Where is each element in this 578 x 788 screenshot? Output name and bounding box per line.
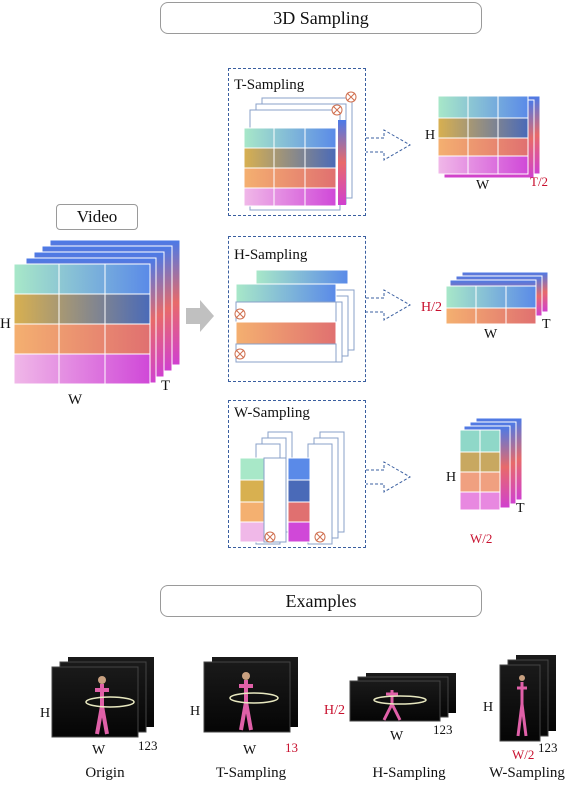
video-axis-h: H — [0, 316, 11, 332]
h-sampling-panel — [228, 236, 366, 382]
w-output-w: W/2 — [470, 531, 493, 546]
example-origin-frames-label: 123 — [138, 738, 158, 753]
examples-title-text: Examples — [285, 591, 357, 611]
t-sampling-title: T-Sampling — [234, 77, 305, 93]
h-output-cube — [445, 271, 549, 325]
example-origin-caption: Origin — [85, 765, 125, 781]
w-output-t: T — [516, 501, 525, 516]
example-w-frames-label: 123 — [538, 740, 558, 755]
dashed-arrows — [366, 129, 412, 493]
h-output-t: T — [542, 317, 551, 332]
example-w-h: H — [483, 700, 494, 715]
example-h-frames — [349, 673, 456, 722]
t-output-w: W — [476, 178, 490, 193]
h-sampling-title: H-Sampling — [234, 247, 308, 263]
example-h-h: H/2 — [324, 703, 345, 718]
h-sampling-diagram — [234, 269, 355, 363]
t-output-cube — [437, 95, 541, 179]
section-title-examples: Examples — [160, 585, 482, 617]
video-label-pill: Video — [56, 204, 138, 230]
w-sampling-diagram — [239, 431, 345, 545]
example-h-frames-label: 123 — [433, 722, 453, 737]
example-w-frames — [499, 655, 556, 742]
t-output-t: T/2 — [530, 174, 549, 189]
t-output-h: H — [425, 128, 436, 143]
w-sampling-panel — [228, 400, 366, 548]
video-axis-t: T — [161, 378, 171, 394]
section-title-3d-sampling: 3D Sampling — [160, 2, 482, 34]
w-sampling-title: W-Sampling — [234, 405, 310, 421]
w-output-cube — [459, 417, 523, 511]
example-origin-w: W — [92, 743, 106, 758]
t-sampling-diagram — [243, 91, 357, 211]
example-t-frames-label: 13 — [285, 740, 298, 755]
example-h-w: W — [390, 729, 404, 744]
example-t-caption: T-Sampling — [215, 765, 287, 781]
example-t-w: W — [243, 743, 257, 758]
h-output-h: H/2 — [421, 300, 442, 315]
t-sampling-panel — [228, 68, 366, 216]
h-output-w: W — [484, 327, 498, 342]
w-output-h: H — [446, 470, 457, 485]
example-h-caption: H-Sampling — [372, 765, 446, 781]
section-title-text: 3D Sampling — [273, 8, 369, 28]
example-w-w: W/2 — [512, 747, 535, 762]
example-origin-h: H — [40, 706, 51, 721]
video-axis-w: W — [68, 392, 83, 408]
example-t-h: H — [190, 704, 201, 719]
video-cube — [13, 239, 181, 385]
main-arrow — [186, 300, 214, 332]
example-w-caption: W-Sampling — [489, 765, 565, 781]
video-label: Video — [76, 207, 118, 226]
example-t-frames — [203, 657, 298, 733]
example-origin-frames — [51, 657, 154, 738]
